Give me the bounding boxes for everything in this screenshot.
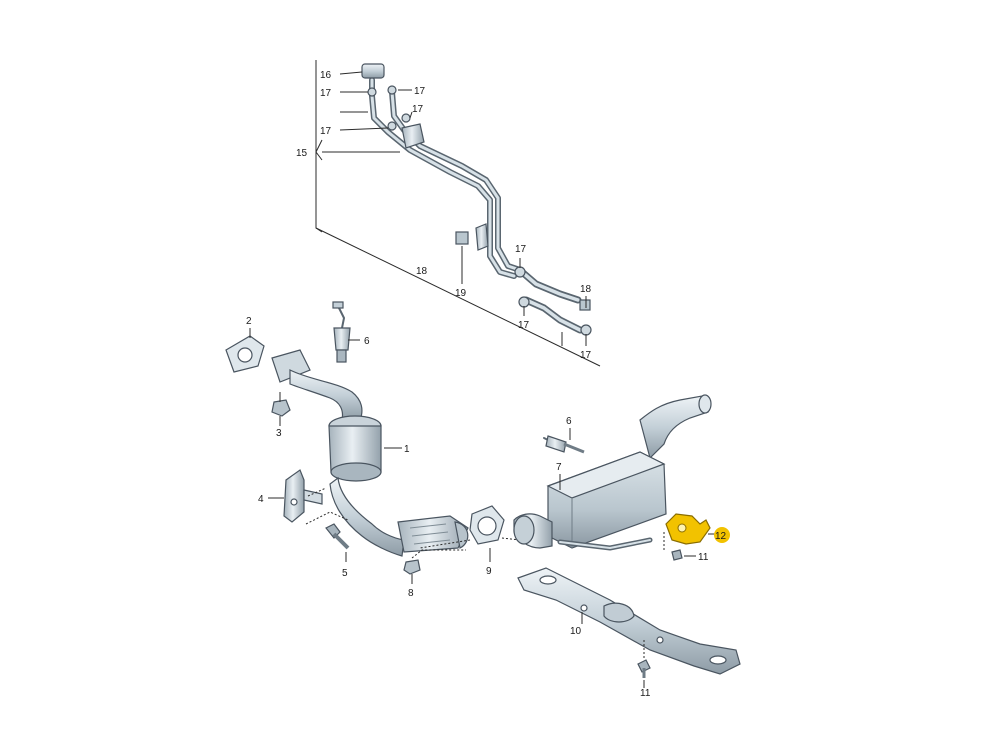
callout-3: 3: [276, 428, 282, 439]
callout-4: 4: [258, 494, 264, 505]
callout-18: 18: [416, 266, 428, 277]
callout-5: 5: [342, 568, 348, 579]
lambda-probe-icon: [543, 435, 585, 454]
callout-6: 6: [364, 336, 370, 347]
callout-17: 17: [580, 350, 592, 361]
callout-9: 9: [486, 566, 492, 577]
highlight-callout-marker: [714, 527, 730, 543]
callout-1: 1: [404, 444, 410, 455]
mounting-bracket-icon: [283, 469, 323, 523]
callout-17: 17: [414, 86, 426, 97]
callout-16: 16: [320, 70, 332, 81]
callout-19: 19: [455, 288, 467, 299]
bolt-icon: [325, 523, 350, 550]
callout-17: 17: [412, 104, 424, 115]
nut-icon: [271, 399, 291, 417]
callout-12: 12: [715, 531, 727, 542]
callout-17: 17: [320, 88, 332, 99]
bolt-icon: [637, 659, 651, 678]
callout-18: 18: [580, 284, 592, 295]
callout-17: 17: [320, 126, 332, 137]
gasket-icon: [469, 505, 505, 545]
callout-7: 7: [556, 462, 562, 473]
mounting-bracket-icon: [665, 513, 711, 545]
callout-15: 15: [296, 148, 308, 159]
callout-6: 6: [566, 416, 572, 427]
callout-17: 17: [518, 320, 530, 331]
bolt-icon: [671, 549, 683, 561]
catalytic-converter-icon: [271, 349, 469, 557]
callout-17: 17: [515, 244, 527, 255]
lambda-probe-icon: [332, 301, 351, 363]
rear-silencer-icon: [513, 394, 712, 551]
pressure-line-icon: [361, 63, 584, 334]
callout-10: 10: [570, 626, 582, 637]
callout-11: 11: [698, 552, 709, 563]
gasket-icon: [225, 335, 265, 373]
nut-icon: [403, 559, 421, 575]
exhaust-system: 2 6 1 3: [225, 301, 741, 699]
callout-2: 2: [246, 316, 252, 327]
callout-11: 11: [640, 688, 651, 699]
callout-8: 8: [408, 588, 414, 599]
pressure-line-assembly: 16 17 17 17 17 15 17 18 19 18 17 17: [296, 60, 601, 367]
crossmember-icon: [517, 567, 741, 675]
